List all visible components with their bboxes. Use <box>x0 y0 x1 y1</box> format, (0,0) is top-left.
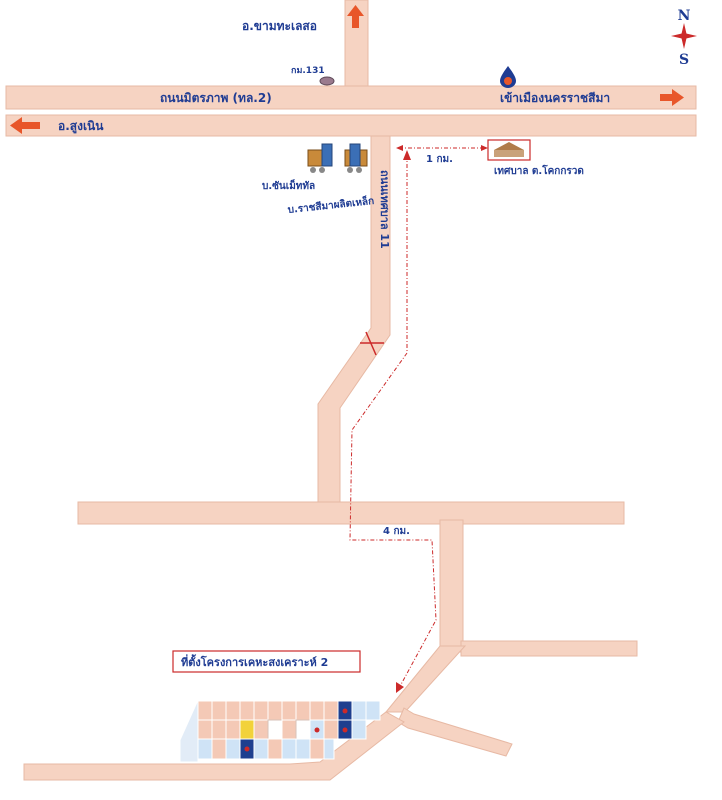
ptt-station-icon <box>500 66 516 88</box>
road-mittraphap-lower <box>5 114 697 137</box>
west-district-label: อ.สูงเนิน <box>58 119 104 134</box>
road-branch-se <box>397 707 513 757</box>
km-marker-label: กม.131 <box>291 66 325 76</box>
compass-icon: N S <box>671 8 697 68</box>
project-lots <box>179 699 381 763</box>
arrow-left-icon <box>10 117 40 134</box>
factory-icon <box>344 143 368 173</box>
to-city-label: เข้าเมืองนครราชสีมา <box>500 91 610 105</box>
route-line <box>349 155 437 691</box>
compass-north-label: N <box>678 8 691 24</box>
distance-arrow-right-icon <box>481 145 488 151</box>
compass-south-label: S <box>679 52 689 68</box>
road-crossroad <box>77 501 625 525</box>
route-arrow-end-icon <box>396 682 404 693</box>
factory-icon <box>307 143 333 173</box>
lot-markers <box>244 708 348 752</box>
company-2-label: บ.ราชสีมาผลิตเหล็ก <box>287 193 375 216</box>
distance-1-label: 1 กม. <box>426 154 453 165</box>
distance-4-label: 4 กม. <box>383 526 410 537</box>
project-site-box <box>172 650 361 673</box>
route-arrow-icon <box>403 150 411 160</box>
municipality-label: เทศบาล ต.โคกกรวด <box>494 164 584 177</box>
temple-icon <box>487 139 531 161</box>
road-diagonal-to-site <box>384 645 467 713</box>
road-network <box>5 0 697 781</box>
road-south-vertical <box>439 519 464 653</box>
highway-main-label: ถนนมิตรภาพ (ทล.2) <box>160 91 272 105</box>
road-east-spur <box>460 640 638 657</box>
km-marker-icon <box>319 76 335 86</box>
crossing-icon <box>360 331 384 356</box>
road-mittraphap <box>5 85 697 110</box>
side-road-label: ถนนเทศบาล 11 <box>378 170 391 249</box>
north-district-label: อ.ขามทะเลสอ <box>242 19 317 33</box>
arrow-right-icon <box>660 89 684 106</box>
project-site-label: ที่ตั้งโครงการเคหะสงเคราะห์ 2 <box>181 654 328 669</box>
road-bottom <box>23 711 405 781</box>
arrow-up-icon <box>347 5 364 28</box>
company-1-label: บ.ซันเม็ททัล <box>262 178 315 192</box>
distance-arrow-left-icon <box>396 145 403 151</box>
